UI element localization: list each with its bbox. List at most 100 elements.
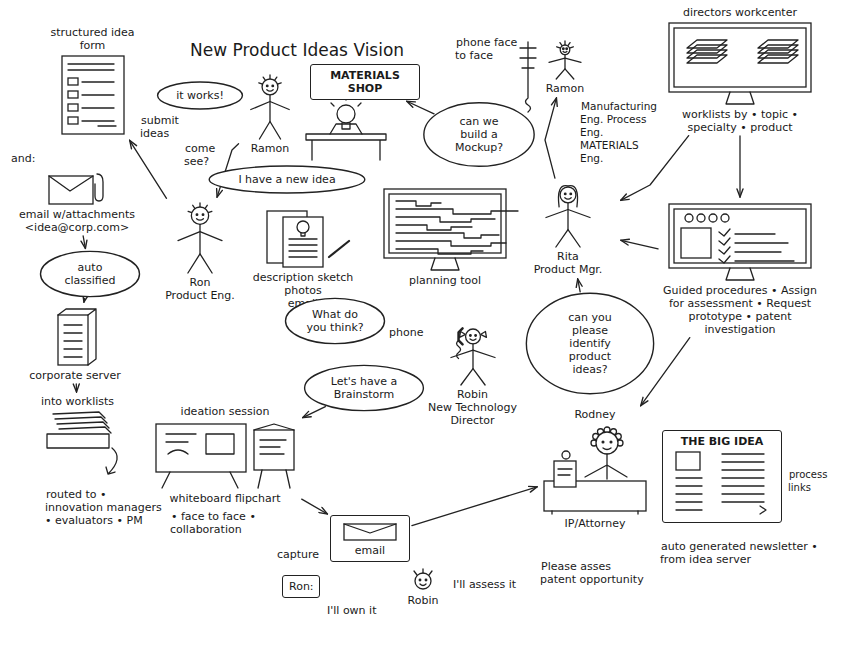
- sketch-stroke: [722, 477, 764, 478]
- sketch-stroke: [64, 324, 82, 325]
- node-text: email: [354, 544, 386, 557]
- sketch-stroke: [289, 238, 317, 239]
- sketch-stroke: [565, 198, 571, 199]
- envelope-drawing: [47, 172, 107, 206]
- sketch-stroke: [697, 214, 705, 222]
- node-text: auto classified: [59, 261, 121, 287]
- idea-form: structured idea form: [40, 26, 145, 138]
- sketch-stroke: [563, 51, 567, 53]
- sketch-stroke: [306, 134, 386, 160]
- sketch-stroke: [68, 78, 78, 85]
- pile-drawing: [253, 207, 353, 269]
- sketch-stroke: [687, 55, 727, 63]
- person-figure: Ramon: [240, 72, 300, 155]
- sketch-stroke: [68, 91, 78, 98]
- note-label: I'll assess it: [452, 578, 517, 591]
- sketch-stroke: [564, 193, 566, 195]
- sketch-stroke: [384, 189, 506, 258]
- sketch-stroke: [726, 92, 754, 104]
- sketch-stroke: [82, 107, 114, 108]
- node-text: Rodney: [573, 408, 616, 421]
- node-text: MATERIALS SHOP: [316, 69, 414, 95]
- sketch-stroke: [556, 230, 580, 247]
- thought-cloud: What do you think?: [300, 305, 370, 337]
- node-text: THE BIG IDEA: [680, 435, 765, 448]
- sketch-stroke: [719, 247, 781, 254]
- sketch-stroke: [558, 469, 572, 475]
- node-text: worklists by • topic • specialty • produ…: [660, 108, 820, 134]
- node-text: Guided procedures • Assign for assessmen…: [660, 284, 820, 336]
- attorney-desk: RodneyIP/Attorney: [540, 408, 650, 530]
- sketch-stroke: [552, 511, 638, 514]
- sketch-stroke: [472, 344, 473, 369]
- sketch-stroke: [396, 233, 499, 238]
- sketch-art: [58, 54, 128, 136]
- note-label: • face to face • collaboration: [170, 510, 256, 536]
- sketch-stroke: [560, 187, 576, 203]
- sketch-stroke: [329, 241, 349, 257]
- note-label-box: process links: [788, 468, 838, 494]
- sketch-stroke: [722, 453, 764, 454]
- node-text: ideation session: [180, 405, 271, 418]
- sketch-stroke: [465, 329, 480, 344]
- sketch-stroke: [269, 95, 270, 122]
- sketch-stroke: [676, 509, 702, 510]
- screen-drawing: [665, 202, 815, 282]
- sketch-stroke: [106, 448, 117, 474]
- sketch-stroke: [58, 315, 88, 365]
- sketch-stroke: [301, 233, 305, 236]
- email-envelope: email w/attachments <idea@corp.com>: [12, 170, 142, 234]
- note-label: auto generated newsletter • from idea se…: [660, 540, 818, 566]
- note-label: phone: [388, 326, 424, 339]
- sketch-stroke: [564, 55, 565, 69]
- node-text: into worklists: [40, 395, 115, 408]
- note-label: Manufacturing Eng. Process Eng. MATERIAL…: [580, 100, 657, 164]
- sketch-stroke: [676, 452, 700, 470]
- sketch-stroke: [554, 461, 576, 487]
- person-drawing: [240, 74, 300, 140]
- node-text: whiteboard flipchart: [169, 492, 282, 505]
- sketch-art: [160, 202, 240, 274]
- sketch-stroke: [47, 434, 109, 448]
- sketch-stroke: [289, 256, 317, 257]
- node-text: I have a new idea: [237, 173, 336, 186]
- node-text: New Technology Director: [410, 401, 535, 427]
- note-label: Please asses patent opportunity: [540, 560, 645, 586]
- sketch-stroke: [726, 268, 754, 280]
- email-pile: description sketch photosemail: [248, 205, 358, 310]
- sketch-stroke: [676, 501, 702, 502]
- sketch-stroke: [424, 103, 534, 167]
- sketch-art: [150, 420, 300, 490]
- face-drawing: [403, 568, 443, 592]
- sketch-stroke: [95, 174, 103, 201]
- sketch-stroke: [474, 335, 476, 337]
- node-text: Rita: [556, 250, 580, 263]
- node-text: Robin: [456, 388, 489, 401]
- note-label-box: I'll own it: [326, 604, 396, 617]
- person-drawing: [518, 182, 618, 248]
- thought-cloud: can we build a Mockup?: [440, 112, 518, 157]
- node-text: What do you think?: [304, 308, 366, 334]
- sketch-stroke: [562, 451, 570, 459]
- sketch-stroke: [456, 340, 460, 358]
- sketch-stroke: [197, 219, 204, 221]
- sketch-stroke: [49, 176, 93, 191]
- sketch-stroke: [676, 485, 702, 486]
- note-label: phone face to face: [455, 36, 517, 62]
- sketch-stroke: [676, 477, 702, 478]
- sketch-stroke: [470, 339, 476, 340]
- note-label-box: auto generated newsletter • from idea se…: [660, 540, 830, 566]
- screen-drawing: [665, 21, 815, 106]
- sketch-stroke: [283, 217, 323, 267]
- sketch-stroke: [676, 493, 702, 494]
- person-figure: Ramon: [535, 38, 595, 95]
- note-label-box: phone face to face: [455, 36, 525, 62]
- email-box: email: [330, 515, 410, 562]
- sketch-stroke: [82, 94, 114, 95]
- sketch-stroke: [570, 193, 572, 195]
- sketch-art: [380, 187, 510, 272]
- node-text: Ramon: [545, 82, 586, 95]
- sketch-stroke: [760, 506, 766, 514]
- sketch-stroke: [82, 120, 114, 121]
- sketch-stroke: [209, 166, 365, 193]
